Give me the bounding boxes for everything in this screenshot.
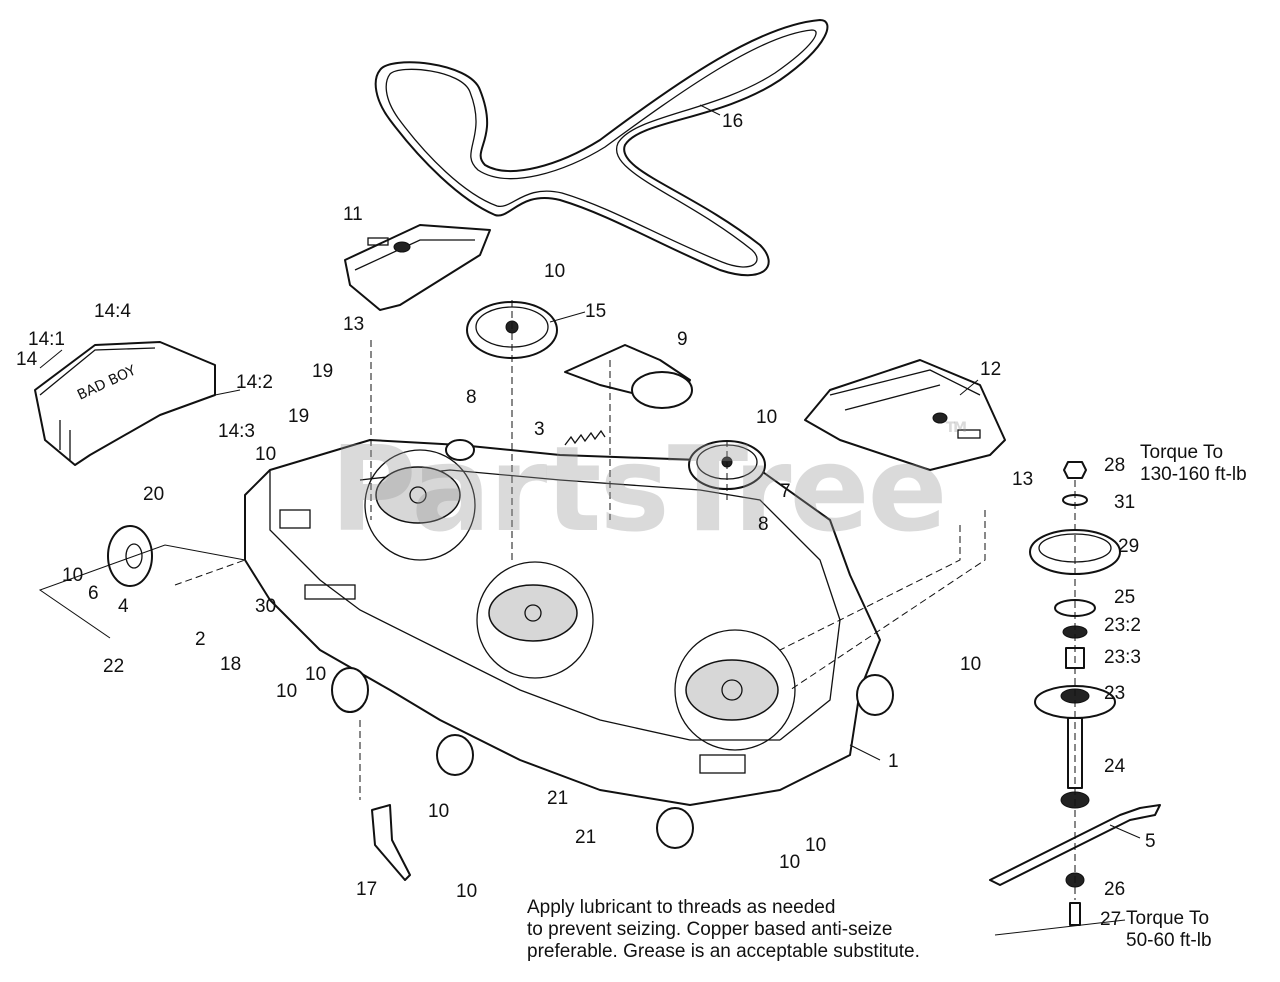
label-30: 30	[255, 596, 277, 617]
label-10-d: 10	[62, 565, 84, 586]
label-5: 5	[1145, 831, 1156, 852]
label-15: 15	[585, 301, 607, 322]
label-10-c: 10	[255, 444, 277, 465]
note-line1: Apply lubricant to threads as needed	[527, 897, 836, 918]
label-14-4: 14:4	[94, 301, 131, 322]
note-line3: preferable. Grease is an acceptable subs…	[527, 941, 920, 962]
belt-cover-right	[804, 359, 1006, 471]
label-10-k: 10	[960, 654, 982, 675]
label-23-2: 23:2	[1104, 615, 1141, 636]
label-11: 11	[343, 204, 363, 225]
label-23-3: 23:3	[1104, 647, 1141, 668]
torque-top-line2: 130-160 ft-lb	[1140, 464, 1247, 485]
label-13-left: 13	[343, 314, 365, 335]
label-21-b: 21	[575, 827, 597, 848]
label-7: 7	[780, 481, 791, 502]
label-8-top: 8	[466, 387, 477, 408]
idler-arm	[564, 344, 693, 409]
torque-top-line1: Torque To	[1140, 442, 1224, 463]
gauge-wheel	[107, 525, 153, 587]
label-26: 26	[1104, 879, 1126, 900]
label-13-right: 13	[1012, 469, 1034, 490]
drive-belt	[374, 19, 829, 277]
label-23: 23	[1104, 683, 1126, 704]
torque-bottom-line1: Torque To	[1126, 908, 1210, 929]
label-14-1: 14:1	[28, 329, 65, 350]
torque-bottom-line2: 50-60 ft-lb	[1126, 930, 1212, 951]
label-27: 27	[1100, 909, 1122, 930]
label-10-g: 10	[428, 801, 450, 822]
label-9: 9	[677, 329, 688, 350]
lubrication-note: Apply lubricant to threads as needed to …	[527, 897, 920, 963]
label-10-b: 10	[756, 407, 778, 428]
label-24: 24	[1104, 756, 1126, 777]
label-10-e: 10	[276, 681, 298, 702]
torque-top-annotation: Torque To 130-160 ft-lb	[1140, 442, 1247, 486]
label-1: 1	[888, 751, 899, 772]
label-6: 6	[88, 583, 99, 604]
label-16: 16	[722, 111, 744, 132]
note-line2: to prevent seizing. Copper based anti-se…	[527, 919, 893, 940]
label-10-f: 10	[305, 664, 327, 685]
deck-wheels	[331, 439, 894, 849]
label-18: 18	[220, 654, 242, 675]
label-10-a: 10	[544, 261, 566, 282]
spring	[564, 429, 606, 446]
label-20: 20	[143, 484, 165, 505]
label-8-right: 8	[758, 514, 769, 535]
label-29: 29	[1118, 536, 1140, 557]
watermark: PartsTreeTM	[330, 420, 967, 558]
discharge-chute: BAD BOY	[34, 341, 216, 466]
label-19-top: 19	[312, 361, 334, 382]
label-17: 17	[356, 879, 378, 900]
label-14-3: 14:3	[218, 421, 255, 442]
label-25: 25	[1114, 587, 1136, 608]
label-4: 4	[118, 596, 129, 617]
deck-bracket	[371, 804, 411, 881]
label-21-a: 21	[547, 788, 569, 809]
label-10-h: 10	[456, 881, 478, 902]
label-19-bottom: 19	[288, 406, 310, 427]
label-12: 12	[980, 359, 1002, 380]
label-22: 22	[103, 656, 125, 677]
label-31: 31	[1114, 492, 1136, 513]
torque-bottom-annotation: Torque To 50-60 ft-lb	[1126, 908, 1212, 952]
label-10-j: 10	[779, 852, 801, 873]
label-3: 3	[534, 419, 545, 440]
label-14-2: 14:2	[236, 372, 273, 393]
label-28: 28	[1104, 455, 1126, 476]
label-2: 2	[195, 629, 206, 650]
label-14: 14	[16, 349, 38, 370]
label-10-i: 10	[805, 835, 827, 856]
belt-cover-left	[344, 224, 491, 311]
